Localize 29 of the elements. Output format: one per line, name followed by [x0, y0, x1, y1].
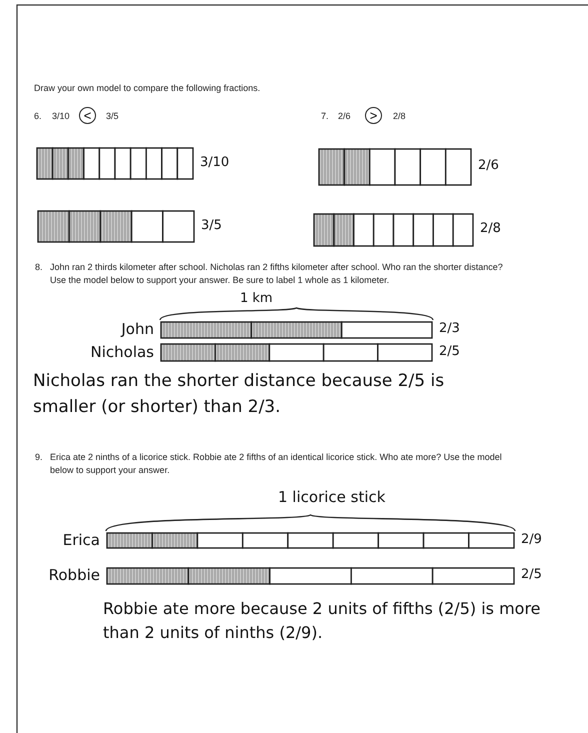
handwritten-label: 1 licorice stick [278, 488, 386, 506]
name-label: Robbie [48, 566, 100, 584]
handwritten-fraction: 3/10 [200, 154, 230, 170]
handwritten-answer: Nicholas ran the shorter distance because 2/5 is smaller (or shorter) than 2/3. [33, 370, 446, 419]
handwritten-fraction: 2/9 [521, 532, 542, 546]
fraction: 3/5 [106, 110, 120, 123]
circled-symbol: > [365, 107, 382, 124]
question-number: 8. [35, 261, 44, 274]
question-number: 6. [34, 110, 43, 123]
handwritten-fraction: 2/6 [478, 158, 499, 173]
name-label: John [121, 320, 154, 338]
circled-symbol: < [79, 107, 96, 124]
fraction: 2/8 [393, 110, 407, 123]
handwritten-fraction: 2/3 [439, 321, 460, 336]
name-label: Erica [62, 530, 100, 548]
handwritten-fraction: 2/8 [480, 221, 501, 236]
instruction-text: Draw your own model to compare the following fractions. [34, 82, 262, 95]
name-label: Nicholas [90, 342, 154, 360]
handwritten-fraction: 2/5 [439, 344, 460, 358]
fraction: 3/10 [52, 110, 71, 123]
handwritten-fraction: 3/5 [201, 218, 222, 232]
handwritten-answer: Robbie ate more because 2 units of fifths (2/5) is more than 2 units of ninths (2/9). [103, 598, 542, 644]
question-text: Erica ate 2 ninths of a licorice stick. Robbie ate 2 fifths of an identical licorice stick. Who ate more? Use the model below to support your answer. [50, 451, 503, 477]
question-number: 9. [35, 451, 44, 464]
question-text: John ran 2 thirds kilometer after school. Nicholas ran 2 fifths kilometer after school. Who ran the shorter distance? Use the model below to support your answer. Be sure to label 1 whole as 1 kilometer. [50, 261, 504, 287]
handwritten-label: 1 km [240, 291, 274, 306]
fraction: 2/6 [338, 110, 352, 123]
handwritten-fraction: 2/5 [521, 567, 542, 582]
question-number: 7. [321, 110, 330, 123]
